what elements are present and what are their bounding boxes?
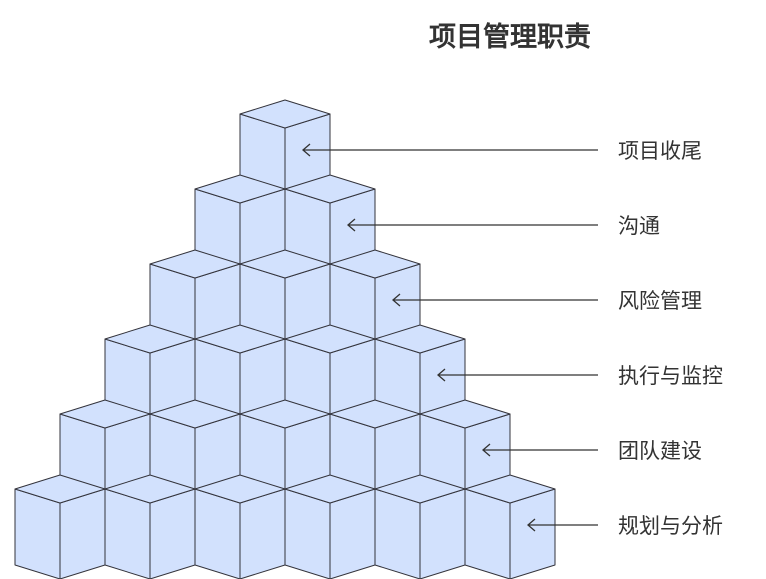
level-label: 执行与监控: [618, 364, 723, 388]
cube-top-face: [284, 174, 376, 204]
cube-left-face: [104, 488, 151, 579]
page-title: 项目管理职责: [429, 22, 591, 53]
cube-right-face: [149, 488, 196, 579]
cube-row-6-col-2: [104, 474, 196, 579]
cube-right-face: [59, 488, 106, 579]
cube-row-6-col-5: [374, 474, 466, 579]
cube-top-face: [374, 324, 466, 354]
cube-left-face: [194, 488, 241, 579]
cube-left-face: [284, 488, 331, 579]
arrow-head-icon: [482, 443, 491, 457]
arrow-head-icon: [302, 143, 311, 157]
cube-row-6-col-4: [284, 474, 376, 579]
cube-top-face: [239, 99, 331, 129]
cube-stack: [14, 99, 556, 579]
level-label: 项目收尾: [618, 139, 702, 163]
cube-row-6-col-1: [14, 474, 106, 579]
cube-right-face: [329, 488, 376, 579]
cube-left-face: [464, 488, 511, 579]
level-label: 风险管理: [618, 289, 702, 313]
level-label: 团队建设: [618, 439, 702, 463]
cube-top-face: [464, 474, 556, 504]
cube-row-3-col-3: [329, 249, 421, 355]
level-label: 沟通: [618, 214, 660, 238]
cube-left-face: [14, 488, 61, 579]
cube-top-face: [329, 249, 421, 279]
cube-left-face: [374, 488, 421, 579]
cube-top-face: [419, 399, 511, 429]
arrow-head-icon: [437, 368, 446, 382]
cube-row-6-col-3: [194, 474, 286, 579]
arrow-head-icon: [392, 293, 401, 307]
level-label: 规划与分析: [618, 514, 723, 538]
arrow-head-icon: [527, 518, 536, 532]
cube-right-face: [419, 488, 466, 579]
cube-right-face: [509, 488, 556, 579]
arrow-head-icon: [347, 218, 356, 232]
cube-right-face: [239, 488, 286, 579]
cube-row-6-col-6: [464, 474, 556, 579]
